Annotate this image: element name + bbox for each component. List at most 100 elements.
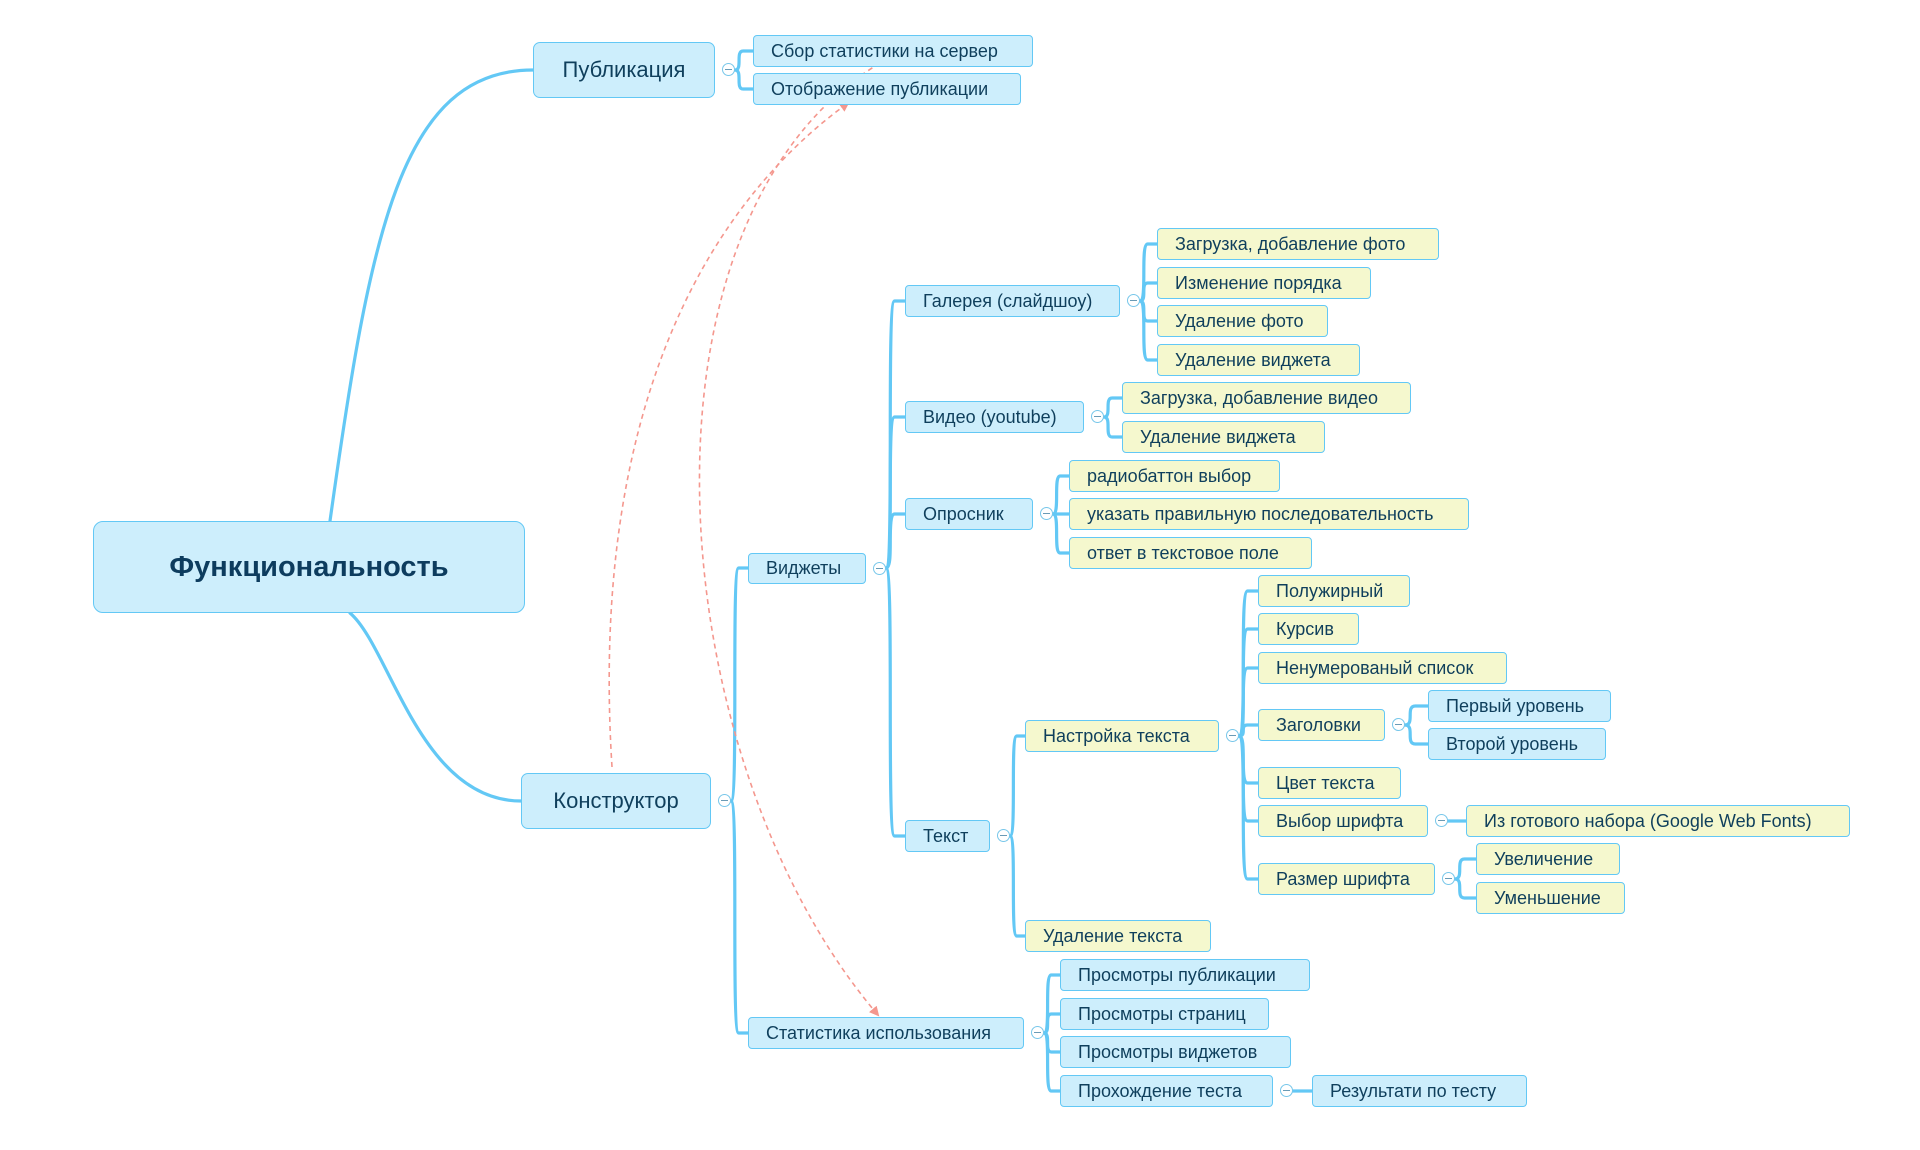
node-font-choice[interactable]: Выбор шрифта — [1258, 805, 1428, 837]
node-label: Виджеты — [766, 558, 842, 578]
node-label: Просмотры публикации — [1078, 964, 1276, 985]
node-label: Уменьшение — [1494, 887, 1601, 908]
node-font-size[interactable]: Размер шрифта — [1258, 863, 1435, 895]
node-display-publication[interactable]: Отображение публикации — [753, 73, 1021, 105]
node-gallery-delete-photo[interactable]: Удаление фото — [1157, 305, 1328, 337]
connector-heading-2 — [1403, 723, 1430, 746]
node-label: Просмотры виджетов — [1078, 1041, 1258, 1062]
node-label: Второй уровень — [1446, 733, 1579, 754]
collapse-toggle-test-pass[interactable] — [1280, 1084, 1293, 1097]
node-label: Статистика использования — [766, 1022, 992, 1043]
connector-display-publication — [733, 68, 755, 91]
node-test-results[interactable]: Результати по тесту — [1312, 1075, 1527, 1107]
node-bullet-list[interactable]: Ненумерованый список — [1258, 652, 1507, 684]
collapse-toggle-headings[interactable] — [1392, 718, 1405, 731]
connector-bullet-list — [1237, 666, 1260, 738]
connector-text-settings — [1008, 734, 1027, 838]
node-publication[interactable]: Публикация — [533, 42, 715, 98]
node-usage-stats[interactable]: Статистика использования — [748, 1017, 1024, 1049]
connector-constructor — [348, 611, 523, 803]
node-label: Удаление фото — [1175, 310, 1304, 331]
node-label: Конструктор — [553, 788, 679, 813]
root-node[interactable]: Функциональность — [93, 521, 525, 613]
node-survey-radio[interactable]: радиобаттон выбор — [1069, 460, 1280, 492]
collapse-toggle-constructor[interactable] — [718, 794, 731, 807]
collapse-toggle-text[interactable] — [997, 829, 1010, 842]
collapse-toggle-gallery[interactable] — [1127, 294, 1140, 307]
node-label: ответ в текстовое поле — [1087, 542, 1279, 563]
connector-font-size — [1237, 734, 1260, 881]
node-headings[interactable]: Заголовки — [1258, 709, 1385, 741]
node-views-publication[interactable]: Просмотры публикации — [1060, 959, 1310, 991]
node-label: Увеличение — [1494, 848, 1594, 869]
node-label: Ненумерованый список — [1276, 657, 1474, 678]
node-label: Выбор шрифта — [1276, 810, 1404, 831]
node-label: Публикация — [562, 57, 686, 82]
node-label: Изменение порядка — [1175, 272, 1342, 293]
node-google-fonts[interactable]: Из готового набора (Google Web Fonts) — [1466, 805, 1850, 837]
node-video-upload[interactable]: Загрузка, добавление видео — [1122, 382, 1411, 414]
node-label: радиобаттон выбор — [1087, 465, 1252, 486]
connector-decrease — [1453, 877, 1478, 900]
node-gallery-delete-widget[interactable]: Удаление виджета — [1157, 344, 1360, 376]
node-views-widgets[interactable]: Просмотры виджетов — [1060, 1036, 1291, 1068]
node-label: указать правильную последовательность — [1087, 503, 1434, 524]
connector-widgets — [729, 566, 750, 803]
connector-heading-1 — [1403, 704, 1430, 727]
node-gallery-reorder[interactable]: Изменение порядка — [1157, 267, 1371, 299]
collapse-toggle-publication[interactable] — [722, 63, 735, 76]
node-views-pages[interactable]: Просмотры страниц — [1060, 998, 1269, 1030]
collapse-toggle-font-size[interactable] — [1442, 872, 1455, 885]
node-label: Цвет текста — [1276, 772, 1375, 793]
node-label: Текст — [923, 825, 969, 846]
node-constructor[interactable]: Конструктор — [521, 773, 711, 829]
node-label: Результати по тесту — [1330, 1080, 1497, 1101]
node-survey-order[interactable]: указать правильную последовательность — [1069, 498, 1469, 530]
node-label: Курсив — [1276, 618, 1334, 639]
node-test-pass[interactable]: Прохождение теста — [1060, 1075, 1273, 1107]
node-delete-text[interactable]: Удаление текста — [1025, 920, 1211, 952]
node-text-color[interactable]: Цвет текста — [1258, 767, 1401, 799]
node-label: Сбор статистики на сервер — [771, 40, 998, 61]
node-gallery-upload[interactable]: Загрузка, добавление фото — [1157, 228, 1439, 260]
node-italic[interactable]: Курсив — [1258, 613, 1359, 645]
collapse-toggle-text-settings[interactable] — [1226, 729, 1239, 742]
node-gallery[interactable]: Галерея (слайдшоу) — [905, 285, 1120, 317]
node-survey-text[interactable]: ответ в текстовое поле — [1069, 537, 1312, 569]
collapse-toggle-survey[interactable] — [1040, 507, 1053, 520]
node-label: Удаление текста — [1043, 925, 1183, 946]
root-label: Функциональность — [169, 550, 449, 583]
collapse-toggle-widgets[interactable] — [873, 562, 886, 575]
node-label: Удаление виджета — [1140, 426, 1296, 447]
node-text[interactable]: Текст — [905, 820, 990, 852]
connector-survey-radio — [1051, 474, 1071, 516]
node-text-settings[interactable]: Настройка текста — [1025, 720, 1219, 752]
node-label: Удаление виджета — [1175, 349, 1331, 370]
relation-arrow-publication-to-usage-stats — [698, 62, 881, 1017]
node-increase[interactable]: Увеличение — [1476, 843, 1620, 875]
connector-gallery-delete-widget — [1138, 299, 1159, 362]
collapse-toggle-font-choice[interactable] — [1435, 814, 1448, 827]
node-video[interactable]: Видео (youtube) — [905, 401, 1084, 433]
node-stats-to-server[interactable]: Сбор статистики на сервер — [753, 35, 1033, 67]
connector-delete-text — [1008, 834, 1027, 938]
node-bold[interactable]: Полужирный — [1258, 575, 1410, 607]
node-label: Загрузка, добавление видео — [1140, 387, 1379, 408]
collapse-toggle-usage-stats[interactable] — [1031, 1026, 1044, 1039]
node-heading-1[interactable]: Первый уровень — [1428, 690, 1611, 722]
node-heading-2[interactable]: Второй уровень — [1428, 728, 1606, 760]
node-decrease[interactable]: Уменьшение — [1476, 882, 1625, 914]
node-label: Опросник — [923, 503, 1004, 524]
node-widgets[interactable]: Виджеты — [748, 553, 866, 584]
node-label: Размер шрифта — [1276, 868, 1410, 889]
node-label: Загрузка, добавление фото — [1175, 233, 1406, 254]
connector-survey — [884, 512, 907, 570]
collapse-toggle-video[interactable] — [1091, 410, 1104, 423]
node-label: Прохождение теста — [1078, 1080, 1243, 1101]
node-survey[interactable]: Опросник — [905, 498, 1033, 530]
node-label: Отображение публикации — [771, 78, 989, 99]
node-video-delete-widget[interactable]: Удаление виджета — [1122, 421, 1325, 453]
connector-test-pass — [1042, 1031, 1062, 1093]
